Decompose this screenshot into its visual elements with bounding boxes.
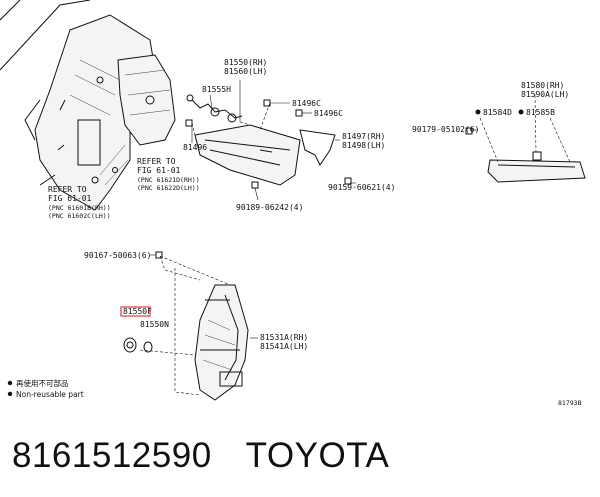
label-refer-mid-1: REFER TO (137, 157, 176, 166)
label-refer-mid-3: (PNC 61621D(RH)) (137, 176, 200, 184)
label-81584d: 81584D (483, 108, 512, 117)
label-81580: 81580(RH) (521, 81, 564, 90)
label-90179: 90179-05102(6) (412, 125, 479, 134)
figure-code: 81793B (558, 399, 582, 407)
label-81550n: 81550N (140, 320, 169, 329)
legend: 再使用不可部品 Non-reusable part (7, 378, 84, 399)
label-81555h: 81555H (202, 85, 231, 94)
label-refer-left-4: (PNC 61602C(LH)) (48, 212, 111, 220)
label-81541a: 81541A(LH) (260, 342, 308, 351)
legend-item-2: Non-reusable part (16, 390, 84, 399)
socket-wire-drawing (186, 94, 243, 123)
leader-lines-upper (191, 80, 356, 201)
legend-bullet-1 (7, 380, 13, 386)
label-refer-left-3: (PNC 61601B(RH)) (48, 204, 111, 212)
part-number: 8161512590 (12, 436, 212, 475)
rear-garnish-drawing (470, 94, 586, 183)
gasket-drawing (299, 129, 336, 166)
label-81496c-a: 81496C (292, 99, 321, 108)
lower-lamp-drawing (194, 284, 249, 401)
label-81550: 81550(RH) (224, 58, 267, 67)
wheelhouse-drawing (117, 54, 176, 146)
label-refer-left-1: REFER TO (48, 185, 87, 194)
label-81585b: 81585B (526, 108, 555, 117)
label-90159: 90159-60621(4) (328, 183, 395, 192)
footer: 8161512590 TOYOTA (12, 436, 389, 476)
label-81497: 81497(RH) (342, 132, 385, 141)
label-90189: 90189-06242(4) (236, 203, 303, 212)
legend-bullet-2 (7, 391, 13, 397)
parts-diagram: REFER TO FIG 61-01 (PNC 61601B(RH)) (PNC… (0, 0, 586, 407)
label-81590: 81590A(LH) (521, 90, 569, 99)
leader-lines-lower (139, 254, 258, 396)
label-refer-left-2: FIG 61-01 (48, 194, 92, 203)
label-81498: 81498(LH) (342, 141, 385, 150)
label-refer-mid-4: (PNC 61622D(LH)) (137, 184, 200, 192)
highlight-box (120, 306, 151, 317)
label-81531a: 81531A(RH) (260, 333, 308, 342)
legend-item-1: 再使用不可部品 (16, 378, 69, 388)
bulb-socket-drawing (123, 337, 153, 353)
label-81496c-b: 81496C (314, 109, 343, 118)
label-81560: 81560(LH) (224, 67, 267, 76)
rear-lamp-drawing (194, 124, 301, 186)
label-refer-mid-2: FIG 61-01 (137, 166, 181, 175)
label-81550f: 81550F (123, 307, 152, 316)
label-90167: 90167-50063(6) (84, 251, 151, 260)
label-81496: 81496 (183, 143, 207, 152)
fasteners-drawing (155, 99, 473, 259)
diagram-labels: REFER TO FIG 61-01 (PNC 61601B(RH)) (PNC… (48, 58, 569, 351)
brand-name: TOYOTA (245, 436, 390, 475)
